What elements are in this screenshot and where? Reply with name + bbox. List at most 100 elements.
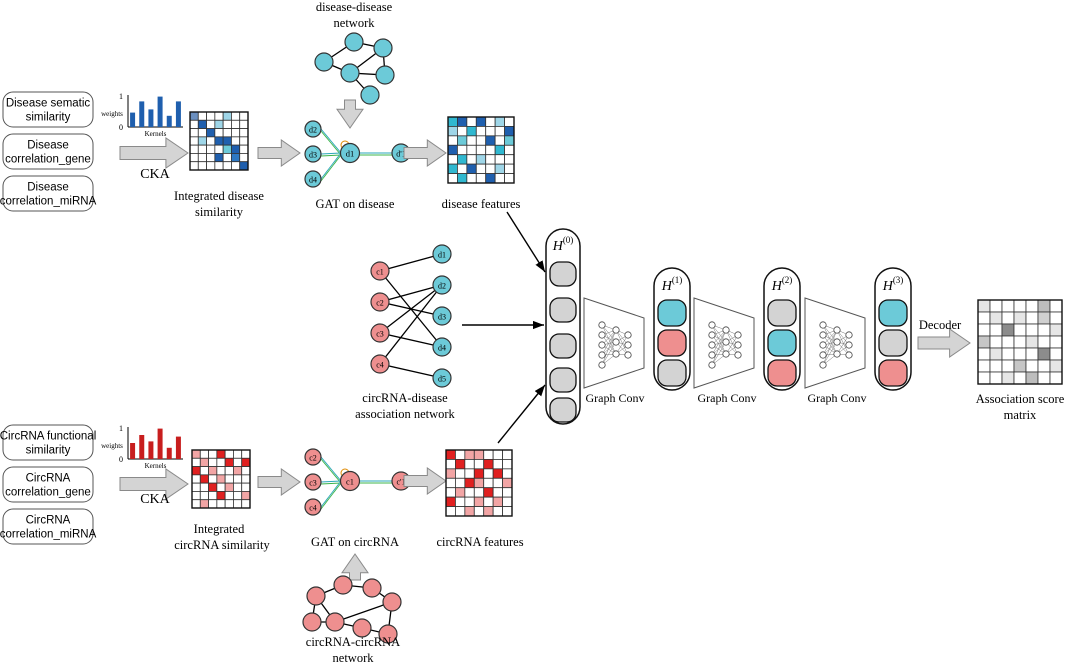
gat-circrna-node-c2 [304,448,322,466]
gat-to-circrna-features-arrow [403,467,447,495]
integrated-circrna-matrix-cell [199,474,209,484]
disease-features-matrix-cell [485,126,496,137]
circrna-features-matrix-cell [502,496,513,507]
integrated-circrna-matrix-cell [216,499,226,509]
disease-input-box-2-line-1: Disease [27,140,69,152]
cc-network-label-1: circRNA-circRNA [306,635,400,649]
association-score-matrix-cell [1025,299,1039,313]
integrated-circrna-matrix-cell [233,499,243,509]
graph-conv-3-link [836,334,850,355]
disease-features-matrix-cell [447,154,458,165]
disease-features-matrix-cell [447,116,458,127]
graph-conv-2-neuron [734,331,742,339]
integrated-disease-matrix-cell [231,153,241,163]
circrna-features-matrix-cell [473,487,485,498]
circrna-weights-chart-bar [157,428,163,459]
integrated-disease-matrix-cell [231,128,241,138]
integrated-circrna-matrix-cell [199,449,209,459]
integrated-circrna-matrix-cell [241,474,251,484]
disease-features-matrix-cell [485,116,496,127]
graph-conv-3-link [822,324,838,355]
circrna-input-box-1 [2,424,94,461]
integrated-disease-matrix-cell [189,153,199,163]
disease-features-matrix-cell [475,163,487,174]
circrna-weights-chart-bar [148,441,154,459]
integrated-disease-matrix-cell [197,153,207,163]
disease-features-matrix-cell [485,163,496,174]
circrna-features-matrix-cell [483,459,494,470]
h2-label-superscript: (2) [782,275,793,285]
h0-cell [549,397,577,423]
graph-conv-2-link [711,334,727,355]
circrna-features-matrix-cell [455,506,466,517]
circrna-features-matrix-cell [473,477,485,489]
h0-cell [549,297,577,323]
association-score-matrix-cell [1049,299,1063,313]
gat-circrna-attn-wave [320,458,342,484]
circrna-features-matrix-cell [492,496,503,507]
disease-features-matrix-cell [485,173,496,184]
integrated-disease-matrix-cell [231,119,241,129]
association-score-matrix-cell [1013,347,1027,361]
association-score-matrix-cell [1049,323,1063,337]
integrated-disease-matrix-cell [197,136,207,146]
graph-conv-1-link [615,329,629,356]
integrated-disease-matrix-cell [239,119,249,129]
association-score-matrix-cell [1001,371,1015,385]
disease-features-matrix-border [447,116,515,184]
disease-weights-chart-ylabel: weights [101,110,123,118]
association-score-matrix-cell [1049,347,1063,361]
cc-network-node [362,578,382,598]
gat-circrna-label: GAT on circRNA [311,535,399,549]
circrna-input-box-2-line-1: CircRNA [26,473,71,485]
graph-conv-2-neuron [708,351,716,359]
cc-network-node [333,575,353,595]
association-score-matrix-cell [1037,335,1051,349]
dd-network-arrow [336,99,364,129]
integrated-disease-matrix-cell [189,136,199,146]
assoc-node-d5 [432,368,452,388]
integrated-circrna-matrix-cell [216,491,226,501]
circrna-weights-chart-ylabel: weights [101,442,123,450]
assoc-node-c2-label: c2 [376,299,384,308]
circrna-features-matrix-cell [483,477,494,489]
h0-cell [549,261,577,287]
integrated-disease-matrix-cell [206,161,216,171]
h1-capsule [653,267,691,391]
gat-circrna-node-center [339,470,361,492]
circrna-weights-chart-ytick-bottom: 0 [119,455,123,464]
circrna-features-matrix-cell [445,496,456,507]
circrna-input-box-3-line-2: correlation_miRNA [0,529,97,541]
integrated-circrna-matrix-cell [191,449,201,459]
assoc-node-c1-label: c1 [376,268,384,277]
cd-network-label-2: association network [355,407,455,421]
disease-features-matrix-cell [494,116,505,127]
dd-network-node [360,85,380,105]
disease-input-box-3 [2,175,94,212]
graph-conv-3-neuron [845,341,853,349]
integrated-circrna-matrix-cell [191,457,201,467]
circrna-features-matrix-cell [464,468,475,479]
disease-features-matrix-cell [494,126,505,137]
association-score-matrix-cell [1013,299,1027,313]
integrated-disease-matrix-cell [189,128,199,138]
integrated-circrna-matrix-cell [224,474,234,484]
association-score-matrix-cell [1037,347,1051,361]
graph-conv-1-link [601,324,617,343]
h3-capsule [874,267,912,391]
association-score-matrix-cell [989,335,1003,349]
graph-conv-2-neuron [722,350,730,358]
graph-conv-3-link [822,329,838,366]
h0-cell [549,367,577,393]
graph-conv-1-neuron [598,351,606,359]
disease-features-label: disease features [442,197,521,211]
disease-weights-chart-bar [157,96,163,127]
cc-network-node [352,618,372,638]
circrna-features-matrix-cell [492,487,503,498]
association-score-matrix-cell [1025,347,1039,361]
integrated-circrna-matrix-cell [191,499,201,509]
association-score-matrix-cell [1037,311,1051,325]
circrna-features-matrix-border [445,449,513,517]
circrna-features-matrix-cell [473,496,485,507]
